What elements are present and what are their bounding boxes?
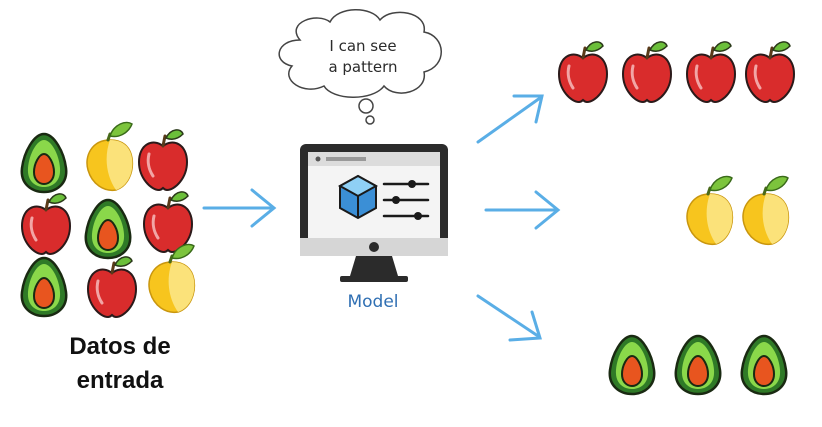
- input-label-line-1: Datos de: [69, 333, 171, 360]
- arrow-model-to-avocados: [476, 294, 542, 342]
- thought-bubble: [278, 9, 442, 125]
- arrow-input-to-model: [202, 188, 277, 228]
- input-fruit-grid: [20, 121, 196, 319]
- avocado-icon: [20, 256, 68, 318]
- avocado-icon: [20, 132, 68, 194]
- apple-icon: [137, 128, 189, 192]
- thought-bubble-text: I can see a pattern: [298, 36, 428, 78]
- thought-line-1: I can see: [329, 37, 397, 55]
- apple-icon: [557, 40, 609, 104]
- output-mangos-group: [685, 175, 790, 246]
- model-label: Model: [347, 292, 399, 312]
- apple-icon: [86, 255, 138, 319]
- mango-icon: [741, 175, 790, 246]
- input-label-line-2: entrada: [76, 367, 164, 394]
- model-monitor-icon: [300, 144, 448, 282]
- apple-icon: [142, 190, 194, 254]
- avocado-icon: [84, 198, 132, 260]
- apple-icon: [621, 40, 673, 104]
- apple-icon: [20, 192, 72, 256]
- output-avocados-group: [608, 334, 788, 396]
- avocado-icon: [608, 334, 656, 396]
- mango-icon: [147, 243, 196, 314]
- arrow-model-to-mangos: [484, 190, 561, 230]
- apple-icon: [744, 40, 796, 104]
- apple-icon: [685, 40, 737, 104]
- arrow-model-to-apples: [476, 94, 544, 144]
- thought-line-2: a pattern: [328, 58, 398, 76]
- mango-icon: [685, 175, 734, 246]
- output-apples-group: [557, 40, 796, 104]
- avocado-icon: [674, 334, 722, 396]
- avocado-icon: [740, 334, 788, 396]
- input-data-label: Datos de entrada: [40, 330, 200, 398]
- mango-icon: [85, 121, 134, 192]
